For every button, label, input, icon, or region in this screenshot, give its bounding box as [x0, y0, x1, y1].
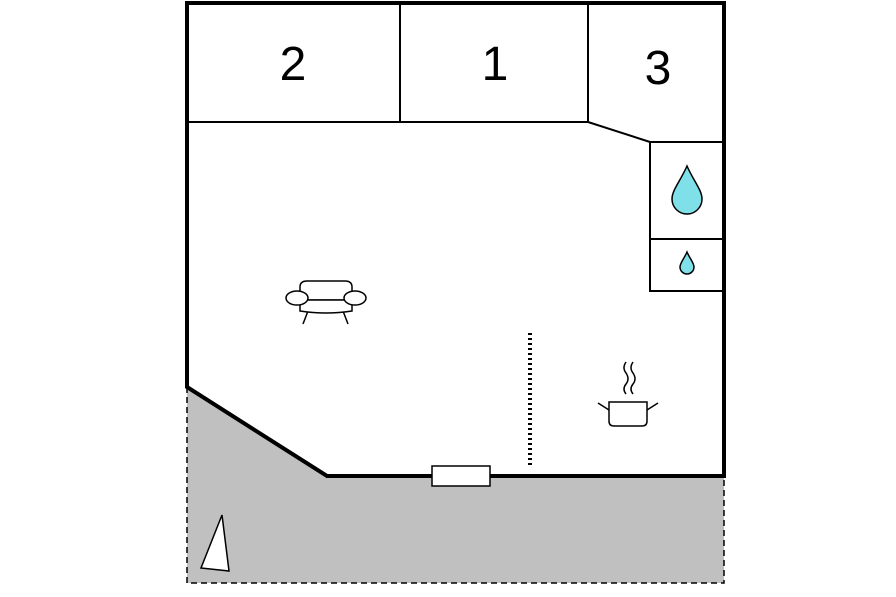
- terrace-dashed-border: [186, 387, 725, 584]
- outer-walls: [185, 1, 726, 478]
- room-label-2: 2: [280, 38, 307, 91]
- north-arrow-icon: [199, 514, 230, 572]
- water-drop-small-icon: [679, 250, 695, 275]
- entrance-door: [431, 465, 491, 487]
- room-label-1: 1: [482, 38, 509, 91]
- water-drop-large-icon: [671, 164, 703, 215]
- room-label-3: 3: [645, 42, 672, 95]
- armchair-icon: [285, 280, 367, 325]
- cooking-pot-icon: [597, 361, 659, 427]
